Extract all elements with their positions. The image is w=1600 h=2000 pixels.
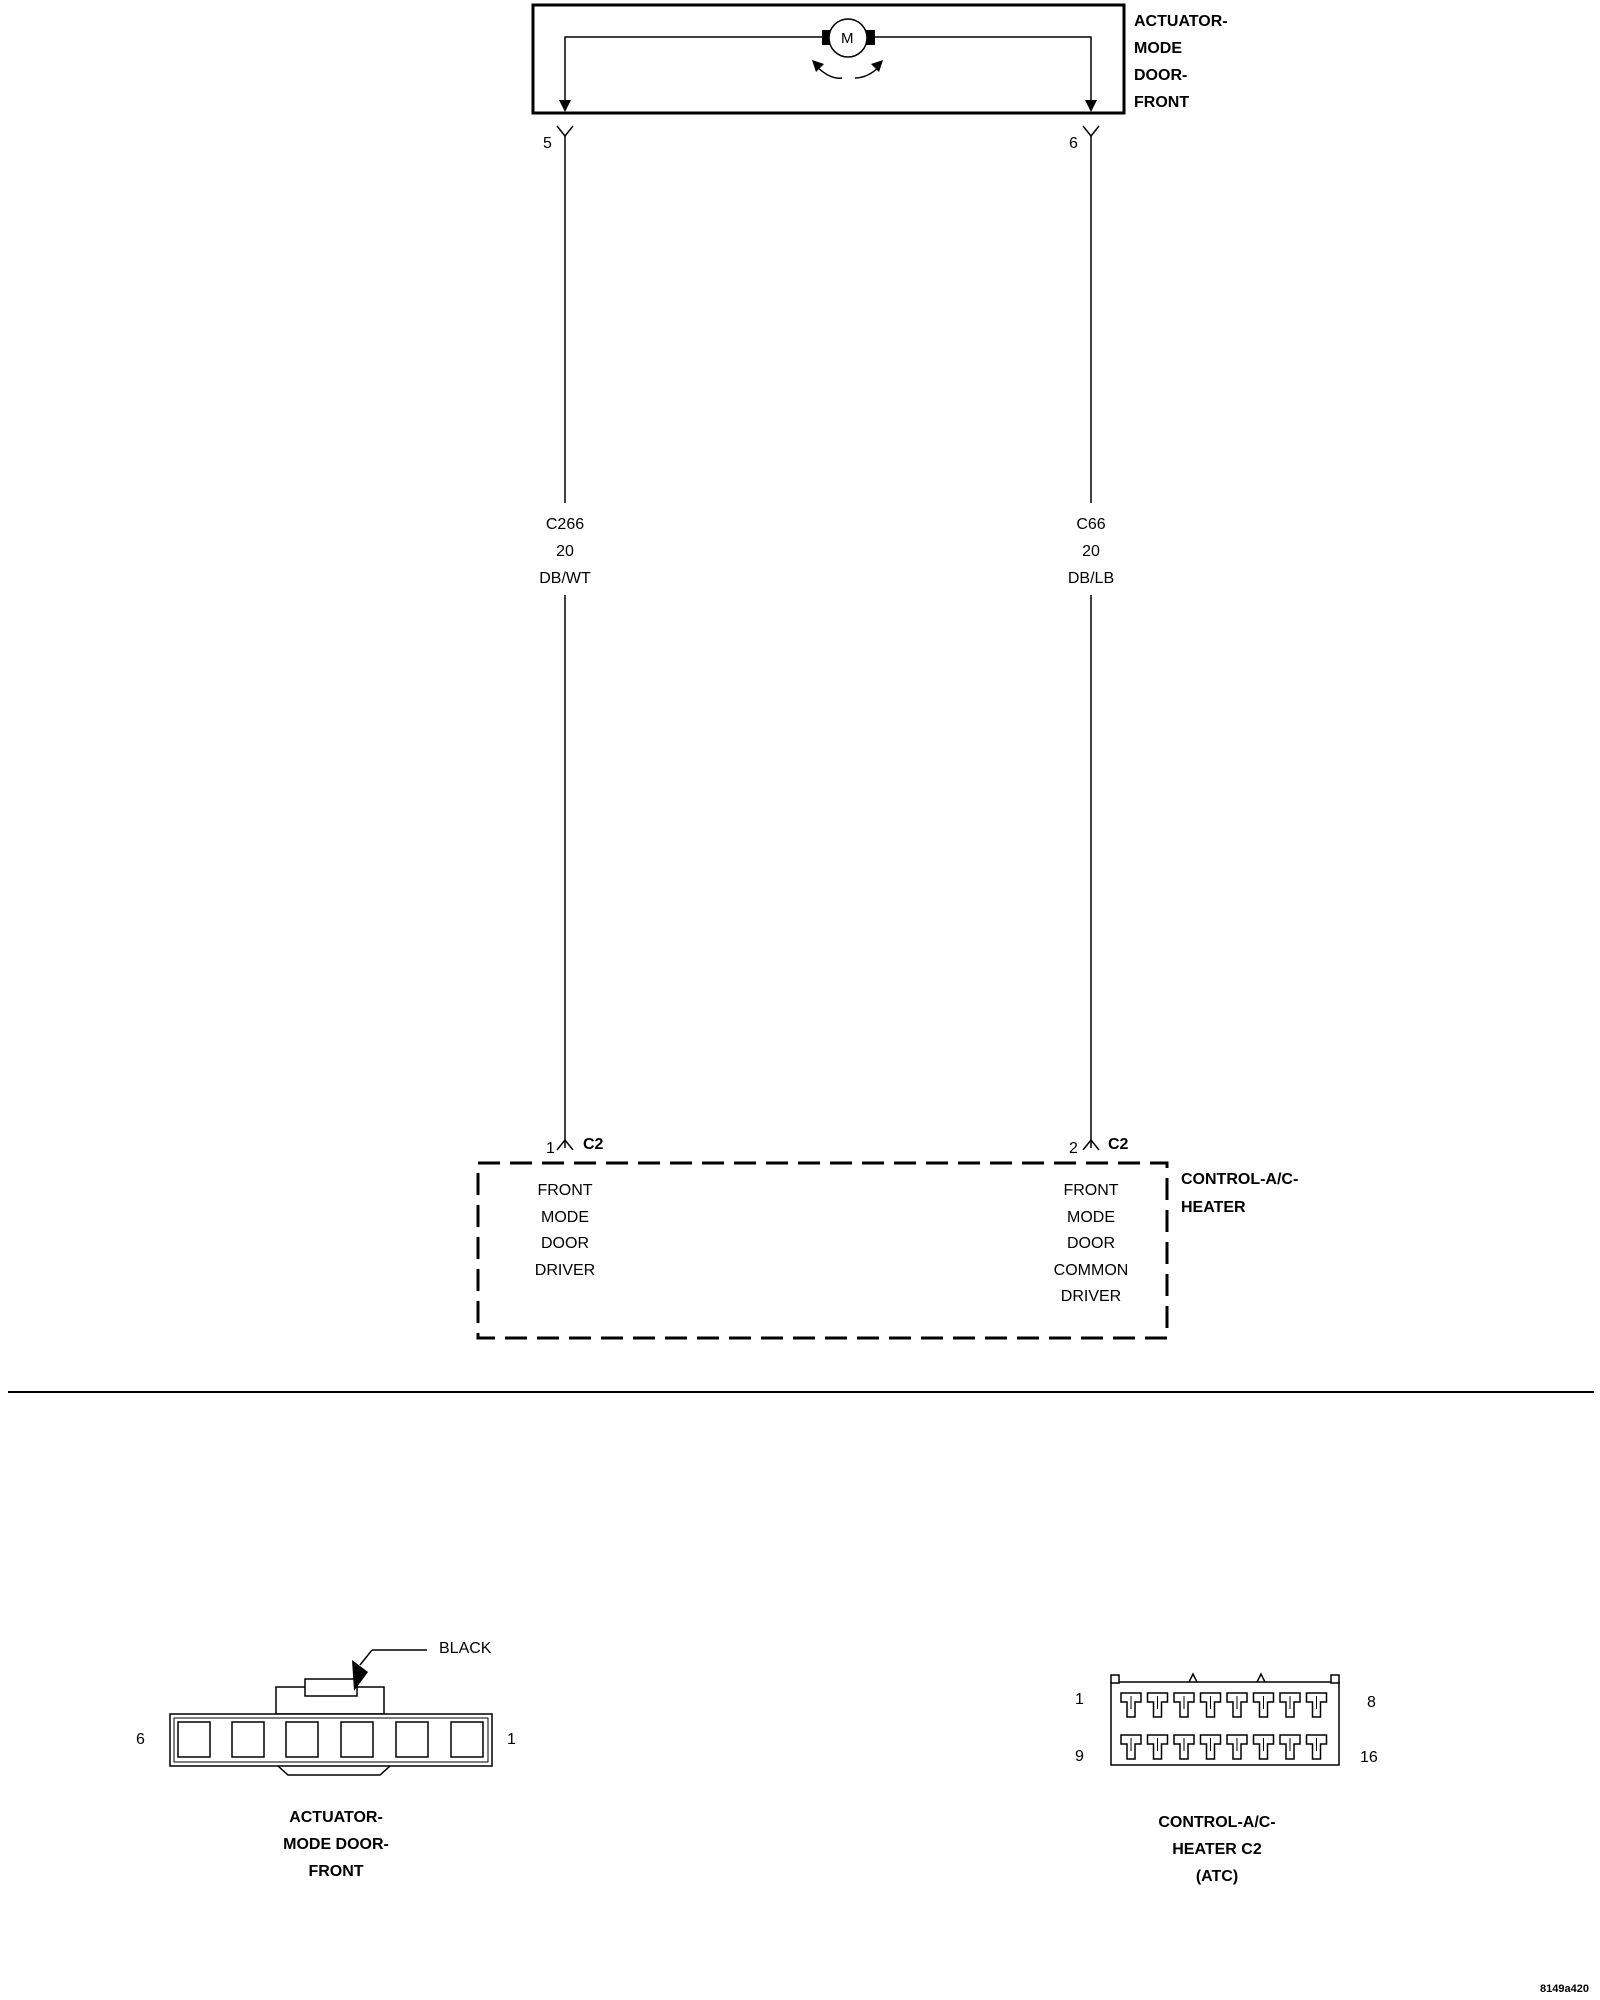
actuator-cavity-6 [177,1721,211,1758]
controller-title: CONTROL-A/C- HEATER [1181,1166,1298,1222]
controller-view-pin-1-label: 1 [1075,1691,1084,1708]
controller-view-pin-9-label: 9 [1075,1748,1084,1765]
arrow-down-right [1085,100,1097,112]
motor-brush-right [865,30,875,45]
wire-gauge: 20 [1082,543,1100,560]
motor-icon [828,18,868,58]
actuator-title: ACTUATOR- MODE DOOR- FRONT [1134,8,1228,116]
motor-label: M [841,30,854,47]
wire-color: DB/WT [539,570,591,587]
caption-line: ACTUATOR- [289,1809,383,1826]
controller-connector-view [1110,1672,1340,1766]
function-line: DRIVER [534,1261,596,1279]
actuator-connector-view [169,1649,493,1776]
figure-id: 8149a420 [1540,1983,1589,1995]
actuator-connector-key [277,1765,391,1776]
controller-function-right: FRONT MODE DOOR COMMON DRIVER [1054,1178,1129,1311]
actuator-connector-body [169,1713,493,1767]
controller-connector-body [1110,1681,1340,1766]
controller-box [476,1161,1169,1340]
actuator-connector-caption: ACTUATOR- MODE DOOR- FRONT [283,1804,389,1885]
actuator-cavity-4 [285,1721,319,1758]
actuator-view-pin-6-label: 6 [136,1731,145,1748]
actuator-pin-5-label: 5 [543,135,552,152]
wire-label-c266: C266 20 DB/WT [539,511,591,592]
caption-line: FRONT [308,1863,364,1880]
actuator-title-line: MODE [1134,40,1182,57]
actuator-box [531,3,1126,115]
connector-symbol-pin5 [556,125,574,138]
controller-view-pin-8-label: 8 [1367,1694,1376,1711]
controller-function-left: FRONT MODE DOOR DRIVER [535,1178,595,1284]
arrow-down-left [559,100,571,112]
actuator-cavity-2 [395,1721,429,1758]
wire-gauge: 20 [556,543,574,560]
controller-connector-caption: CONTROL-A/C- HEATER C2 (ATC) [1158,1809,1275,1890]
controller-pin-1-label: 1 [546,1140,555,1157]
rotation-arrowhead-right [871,60,883,72]
black-callout-arrowhead [352,1660,368,1691]
actuator-cavity-3 [340,1721,374,1758]
black-callout-leader-diag [359,1649,373,1666]
wire-circuit: C66 [1076,516,1106,533]
function-line: DOOR [540,1235,589,1252]
actuator-view-pin-1-label: 1 [507,1731,516,1748]
connector-symbol-c2-pin1 [556,1138,574,1151]
controller-title-line: CONTROL-A/C- [1181,1171,1299,1188]
function-line: DOOR [1067,1235,1115,1252]
caption-line: MODE DOOR- [283,1836,389,1853]
wire-circuit: C266 [545,516,585,533]
actuator-title-line: FRONT [1134,94,1190,111]
caption-line: CONTROL-A/C- [1158,1814,1276,1831]
caption-line: HEATER C2 [1172,1841,1262,1858]
wire-label-c66: C66 20 DB/LB [1068,511,1114,592]
actuator-cavity-1 [450,1721,484,1758]
function-line: DRIVER [1060,1288,1122,1305]
connector-symbol-c2-pin2 [1082,1138,1100,1151]
controller-connector-c2-left: C2 [583,1136,604,1153]
black-color-callout: BLACK [439,1640,492,1657]
controller-connector-polarization-1 [1188,1672,1198,1683]
function-line: FRONT [537,1182,593,1199]
function-line: COMMON [1053,1261,1129,1279]
controller-connector-ear-left [1110,1674,1120,1684]
function-line: FRONT [1063,1182,1119,1199]
motor-internal-wire-left [564,36,822,108]
actuator-connector-lock-tab [304,1678,358,1697]
motor-internal-wire-right [875,36,1092,108]
actuator-pin-6-label: 6 [1069,135,1078,152]
motor-brush-left [822,30,832,45]
connector-symbol-pin6 [1082,125,1100,138]
function-line: MODE [1067,1208,1115,1226]
controller-connector-ear-right [1330,1674,1340,1684]
function-line: MODE [540,1208,589,1226]
actuator-title-line: DOOR- [1134,67,1188,84]
controller-connector-cavities [1120,1692,1328,1760]
controller-connector-c2-right: C2 [1108,1136,1129,1153]
controller-view-pin-16-label: 16 [1360,1749,1378,1766]
wire-color: DB/LB [1067,570,1115,587]
actuator-cavity-5 [231,1721,265,1758]
actuator-connector-body-inner [173,1717,489,1763]
controller-connector-polarization-2 [1256,1672,1266,1683]
rotation-arrowhead-left [812,60,824,72]
actuator-title-line: ACTUATOR- [1134,13,1228,30]
controller-title-line: HEATER [1181,1199,1246,1216]
controller-pin-2-label: 2 [1069,1140,1078,1157]
caption-line: (ATC) [1195,1868,1239,1885]
